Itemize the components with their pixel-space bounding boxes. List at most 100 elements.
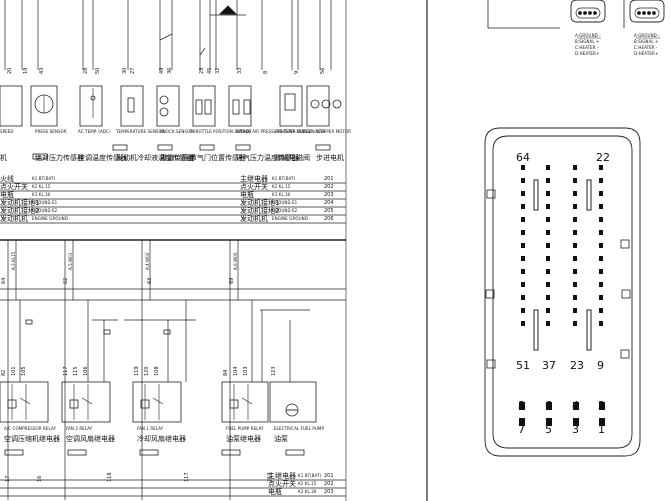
sensor-cn-label: 爆震传感器: [160, 154, 195, 162]
power-label-left: 火线: [0, 175, 14, 183]
connector-tag: [199, 144, 215, 151]
ecu-power-pin: [573, 418, 579, 426]
o2-sensor-connector: [570, 0, 606, 23]
o2-sensor-connector: [629, 0, 665, 23]
mid-en-label: A.4.W02: [145, 252, 150, 271]
mid-num: 62: [63, 277, 69, 284]
ecu-pin: [573, 191, 577, 196]
switch-mark: [199, 47, 206, 56]
o2-pin-label: D:HEATER+: [634, 51, 659, 56]
o2-pin-label: C:HEATER -: [634, 45, 658, 50]
ecu-pin: [521, 204, 525, 209]
ecu-slot: [586, 179, 592, 211]
resistor: [195, 99, 203, 115]
ecu-power-pin: [573, 402, 579, 410]
mid-en-label: A.5.W01: [68, 252, 73, 271]
relay-cn-label: 油泵继电器: [226, 435, 261, 443]
ecu-pin: [546, 269, 550, 274]
bottom-wire-num: 118: [107, 472, 113, 482]
o2-pin: [647, 11, 651, 15]
power-num: 205: [324, 208, 334, 214]
bottom-label: 主继电器: [268, 472, 296, 480]
thermistor: [127, 97, 135, 113]
ecu-pin: [521, 217, 525, 222]
power-label-right: 主继电器: [240, 175, 268, 183]
power-en-left: ENGINE GROUND: [32, 216, 68, 221]
sensor-body: [120, 85, 144, 127]
relay-conn-tag: [285, 449, 305, 456]
connector-tag: [112, 144, 128, 151]
relay-cn-label: 油泵: [274, 435, 288, 443]
relay-en-label: FUEL PUMP RELAY: [226, 426, 264, 431]
ecu-pin: [599, 243, 603, 248]
ecu-connector-outer: [484, 127, 641, 457]
bottom-wire-num: 210: [267, 472, 273, 482]
ecu-pin: [573, 243, 577, 248]
power-en-right: ENGINE GROUND: [272, 216, 308, 221]
wire-num-top: 43: [39, 67, 45, 74]
ecu-pin: [546, 178, 550, 183]
sensor-en-label: TEMPERATURE SENSOR: [116, 129, 165, 134]
power-num: 202: [324, 184, 334, 190]
connector-tag: [315, 144, 331, 151]
sensor-body: [79, 85, 103, 127]
o2-connector-inner: [634, 7, 660, 19]
sensor-en-label: INTAKE AIR PRESSURE TEMP SENSOR: [236, 129, 314, 134]
ecu-pin: [599, 269, 603, 274]
resistor: [204, 99, 212, 115]
relay-pin-num: 105: [21, 366, 27, 376]
relay-pin-num: 82: [1, 369, 7, 376]
ecu-pin: [599, 295, 603, 300]
sensor-en-label: THROTTLE POSITION SENSOR: [190, 129, 252, 134]
power-label-left: 点火开关: [0, 183, 28, 191]
ecu-pin: [573, 204, 577, 209]
wire-num-top: 50: [95, 67, 101, 74]
power-en-right: GROUND E1: [272, 200, 298, 205]
sensor-en-label: STEPPER MOTOR: [316, 129, 352, 134]
ecu-pin: [573, 256, 577, 261]
stepper-coil: [332, 99, 342, 109]
wire-num-top: 29: [199, 67, 205, 74]
relay-cn-label: 空调压缩机继电器: [4, 435, 60, 443]
relay-en-label: FAN 2 RELAY: [66, 426, 93, 431]
relay-switch: [81, 397, 93, 405]
ecu-pin: [546, 230, 550, 235]
ecu-pin: [546, 191, 550, 196]
relay-switch: [19, 397, 31, 405]
sensor-body: [279, 85, 303, 127]
switch-mark: [159, 33, 173, 41]
power-label-right: 发动机接地2: [240, 207, 280, 215]
ecu-pin: [521, 295, 525, 300]
mid-num: 64: [1, 277, 7, 284]
relay-body: [269, 381, 317, 423]
relay-tag: [25, 319, 33, 325]
ecu-pin: [546, 243, 550, 248]
ecu-pin-number: 2: [598, 399, 605, 412]
ecu-power-pin: [519, 402, 525, 410]
relay-pin-num: 117: [63, 366, 69, 376]
ecu-pin: [599, 308, 603, 313]
ecu-pin: [599, 178, 603, 183]
ecu-pin: [573, 295, 577, 300]
sensor-cn-label: 机: [0, 154, 7, 162]
power-label-left: 电瓶: [0, 191, 14, 199]
sensor-cn-label: 步进电机: [316, 154, 344, 162]
knock-dot: [159, 95, 169, 105]
relay-pin-num: 101: [11, 366, 17, 376]
bottom-num: 202: [324, 481, 334, 487]
bottom-en: K3 KL.30: [298, 489, 317, 494]
ecu-pin: [573, 269, 577, 274]
relay-tag: [103, 329, 111, 335]
ecu-pin: [573, 217, 577, 222]
power-num: 206: [324, 216, 334, 222]
wire-num-top: 27: [130, 67, 136, 74]
connector-tag: [235, 144, 251, 151]
top-arrow: [218, 5, 238, 15]
wire-num-top: 36: [167, 67, 173, 74]
ecu-pin: [521, 191, 525, 196]
ecu-pin: [599, 321, 603, 326]
o2-pin-label: A:GROUND -: [634, 33, 660, 38]
wire-num-top: 20: [7, 67, 13, 74]
o2-pin: [642, 11, 646, 15]
ecu-pin: [573, 230, 577, 235]
